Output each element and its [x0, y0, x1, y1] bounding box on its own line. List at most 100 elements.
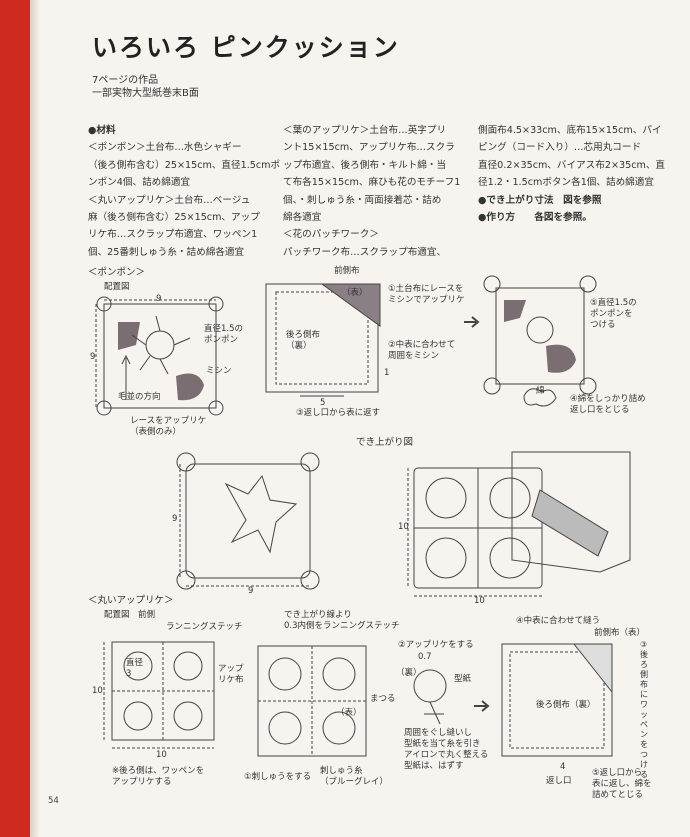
round-applique [489, 477, 531, 519]
text-line: て布各15×15cm、麻ひも花のモチーフ1 [283, 177, 461, 189]
pompon-circle [208, 400, 224, 416]
folded-fabric [572, 643, 613, 694]
front-fabric-label: 前側布 [334, 266, 360, 276]
text-line: ＜花のパッチワーク＞ [283, 229, 379, 241]
dim-label: 9 [90, 352, 96, 362]
pattern-label: 型紙 [454, 674, 472, 684]
step-1-label: ①土台布にレースを ミシンでアップリケ [388, 284, 465, 305]
pompon-placement-label: 配置図 [104, 282, 130, 292]
finish-line-label: でき上がり線より 0.3内側をランニングステッチ [284, 610, 400, 631]
applique-fabric-label: アップ リケ布 [218, 664, 244, 685]
nap-label: 毛並の方向 [118, 392, 161, 402]
pompon-circle [96, 400, 112, 416]
matsuri-label: まつる [370, 694, 396, 704]
round-heading: ＜丸いアップリケ＞ [88, 595, 174, 606]
dim-label: 9 [172, 514, 178, 524]
back-fabric-label: 後ろ側布 （裏） [286, 330, 321, 351]
leaf-applique [224, 474, 298, 554]
wata-cloud [523, 388, 557, 407]
step-1-label: ①刺しゅうをする [244, 772, 312, 782]
pompon-heading: ＜ポンポン＞ [88, 267, 146, 278]
book-page [30, 0, 690, 837]
pompon-circle [579, 377, 597, 395]
step-arrow [464, 316, 480, 328]
pompon-circle [96, 296, 112, 312]
running-stitch-label: ランニングステッチ [166, 622, 243, 632]
pompon-placement-square [103, 303, 217, 409]
text-line: ピング（コード入り）…芯用丸コード [478, 142, 642, 154]
ura-label: （裏） [396, 668, 422, 678]
pompon-circle [579, 275, 597, 293]
materials-column-2: ＜葉のアップリケ＞土台布…英字プリ ント15×15cm、アップリケ布…スクラ ッ… [283, 122, 460, 261]
text-line: ●作り方 各図を参照。 [478, 212, 592, 224]
pompon-circle [483, 275, 501, 293]
lace-shape [546, 344, 576, 373]
pompon-circle [300, 452, 320, 472]
text-line: 綿各適宜 [283, 212, 322, 224]
materials-column-3: 側面布4.5×33cm、底布15×15cm、パイ ピング（コード入り）…芯用丸コ… [478, 122, 665, 226]
text-line: ●材料 [88, 125, 116, 136]
final-outline [501, 643, 613, 757]
lace-shape [504, 300, 526, 322]
text-line: （後ろ側布含む）25×15cm、直径1.5cmポ [88, 159, 281, 171]
diameter-label: 直径 3 [126, 658, 144, 679]
pompon-label: 直径1.5の ポンポン [204, 324, 244, 345]
round-applique [489, 537, 531, 579]
text-line: 個、・刺しゅう糸・両面接着芯・詰め [283, 194, 442, 206]
dim-label: 10 [398, 522, 409, 532]
ribbon [531, 489, 609, 557]
omote-label: （表） [336, 708, 362, 718]
round-applique [268, 657, 302, 691]
lace-label: レースをアップリケ （表側のみ） [130, 416, 207, 437]
step-5-label: ⑤返し口から 表に返し、綿を 詰めてとじる [592, 768, 652, 800]
sewing-label: ミシン [206, 366, 232, 376]
dim-label: 9 [248, 586, 254, 596]
text-line: 径1.2・1.5cmボタン各1個、詰め綿適宜 [478, 177, 654, 189]
text-line: ップ布適宜、後ろ側布・キルト綿・当 [283, 159, 447, 171]
text-line: ンポン4個、詰め綿適宜 [88, 177, 191, 189]
dim-label: 10 [92, 686, 103, 696]
pompon-circle [483, 377, 501, 395]
step-3-label: ③後ろ側布にワッペンをつける [640, 640, 648, 779]
pillow-back [511, 451, 631, 573]
sewing-line [509, 651, 605, 749]
sewing-line [275, 291, 369, 385]
step-4-label: ④中表に合わせて縫う [516, 616, 601, 626]
text-line: ント15×15cm、アップリケ布…スクラ [283, 142, 455, 154]
step-3-label: ③返し口から表に返す [296, 408, 381, 418]
round-applique [173, 701, 203, 731]
dim-label: 10 [474, 596, 485, 606]
pompon-circle [176, 452, 196, 472]
pompon-circle [176, 570, 196, 590]
text-line: ＜ポンポン＞土台布…水色シャギー [88, 142, 242, 154]
dim-label: 5 [320, 398, 326, 408]
pompon-circle [300, 570, 320, 590]
dim-label: 1 [384, 368, 390, 378]
finished-pompon-outline [495, 287, 585, 385]
page-meta: 7ページの作品 一部実物大型紙巻末B面 [92, 74, 199, 100]
round-applique [425, 537, 467, 579]
book-gutter [30, 0, 40, 837]
step-5-label: ⑤直径1.5の ポンポンを つける [590, 298, 637, 330]
step-2-label: ②中表に合わせて 周囲をミシン [388, 340, 456, 361]
pompon-circle [208, 296, 224, 312]
wata-label: 綿 [536, 386, 545, 396]
round-applique [322, 657, 356, 691]
flower-petals [131, 315, 191, 375]
page-number: 54 [48, 796, 59, 806]
lace-shape [176, 373, 204, 401]
step-2-label: ②アップリケをする [398, 640, 474, 650]
step-4-label: ④綿をしっかり詰め 返し口をとじる [570, 394, 646, 415]
round-placement-label: 配置図 前側 [104, 610, 156, 620]
meta-line-1: 7ページの作品 [92, 75, 159, 86]
text-line: ＜葉のアップリケ＞土台布…英字プリ [283, 125, 447, 136]
round-applique [123, 651, 153, 681]
lace-shape [118, 322, 140, 350]
round-applique [123, 701, 153, 731]
thread [424, 701, 444, 725]
text-line: 個、25番刺しゅう糸・詰め綿各適宜 [88, 246, 245, 258]
step-arrow [474, 700, 490, 712]
return-label: 返し口 [546, 776, 572, 786]
